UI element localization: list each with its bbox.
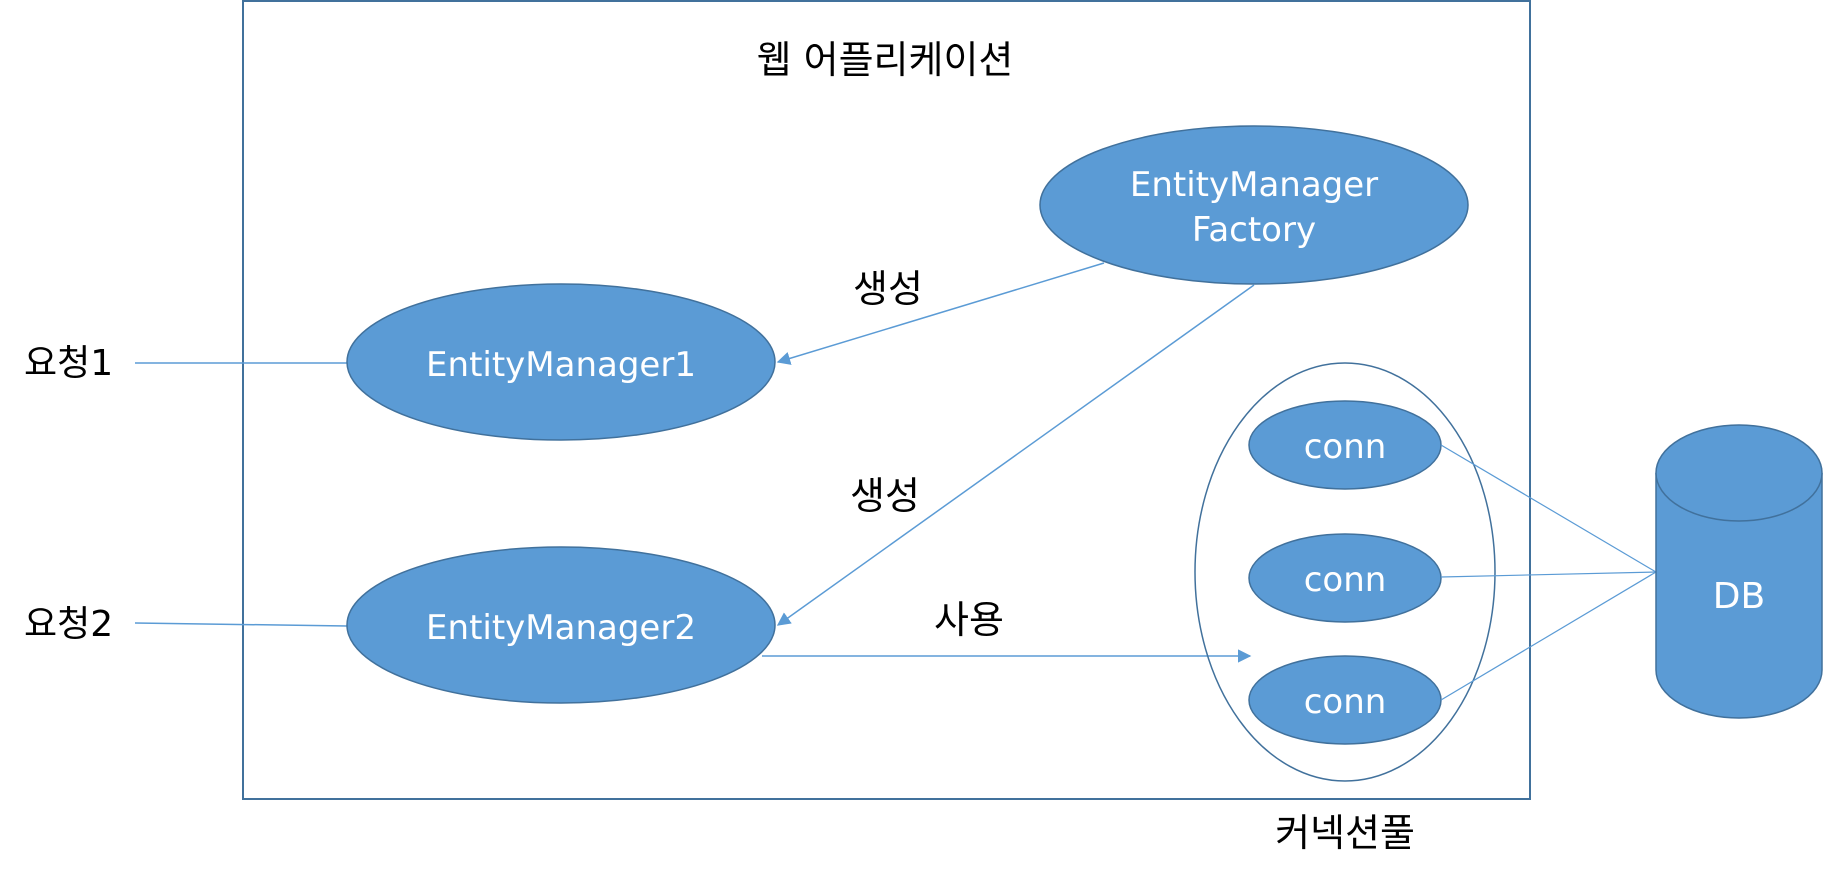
entity-manager-2-label: EntityManager2 bbox=[426, 608, 696, 648]
connection-pool-label: 커넥션풀 bbox=[1275, 811, 1415, 855]
request-2-label: 요청2 bbox=[24, 604, 113, 645]
database-cylinder bbox=[1655, 424, 1823, 719]
request-2-line bbox=[134, 622, 348, 627]
entity-manager-1-label: EntityManager1 bbox=[426, 345, 696, 385]
entity-manager-factory-node bbox=[1039, 125, 1469, 285]
entity-manager-1-node bbox=[346, 283, 776, 441]
create-label-2: 생성 bbox=[850, 474, 920, 518]
connection-node-2 bbox=[1248, 533, 1442, 623]
connection-pool-boundary bbox=[1194, 362, 1496, 782]
database-label: DB bbox=[1713, 576, 1765, 617]
web-application-frame bbox=[242, 0, 1531, 800]
connection-node-1-label: conn bbox=[1304, 427, 1387, 467]
connection-node-2-label: conn bbox=[1304, 560, 1387, 600]
use-label: 사용 bbox=[934, 598, 1004, 642]
web-application-title: 웹 어플리케이션 bbox=[757, 38, 1014, 82]
entity-manager-2-node bbox=[346, 546, 776, 704]
request-1-label: 요청1 bbox=[24, 343, 113, 384]
entity-manager-factory-label-line2: Factory bbox=[1192, 210, 1316, 250]
entity-manager-factory-label-line1: EntityManager bbox=[1130, 165, 1378, 205]
create-arrow-1 bbox=[776, 262, 1105, 365]
create-label-1: 생성 bbox=[853, 267, 923, 311]
connection-1-db-line bbox=[1440, 444, 1657, 573]
connection-3-db-line bbox=[1440, 571, 1657, 701]
connection-2-db-line bbox=[1440, 571, 1657, 578]
create-arrow-2 bbox=[776, 284, 1255, 626]
connection-node-3-label: conn bbox=[1304, 682, 1387, 722]
